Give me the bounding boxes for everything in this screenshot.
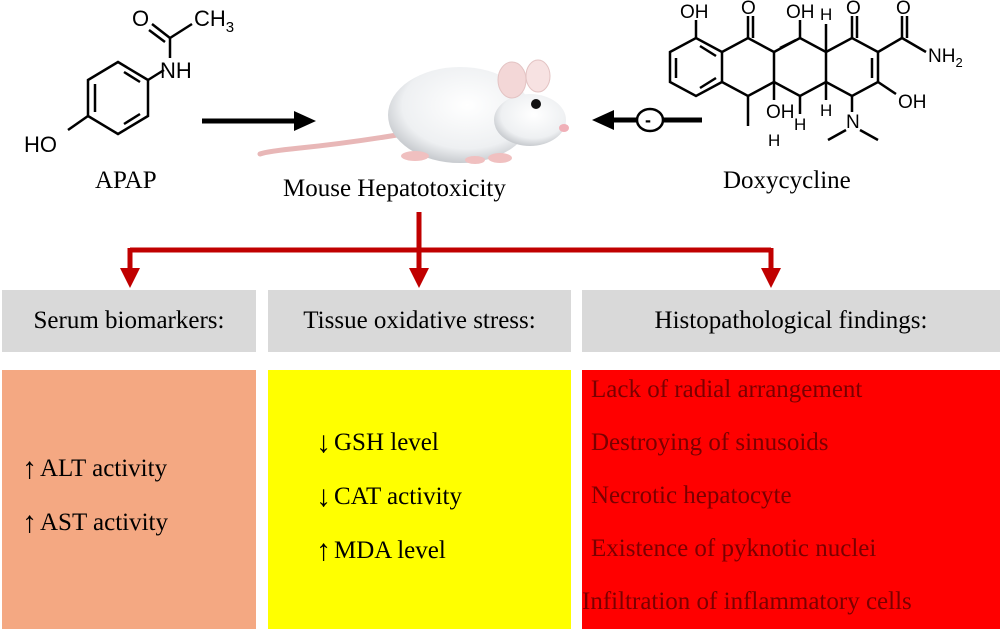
red-connector-arrows <box>120 212 781 288</box>
histo-item: Lack of radial arrangement <box>591 376 863 403</box>
header-tissue-oxidative-stress: Tissue oxidative stress: <box>268 290 571 352</box>
inhibition-arrow: - <box>592 107 702 133</box>
histo-item: Destroying of sinusoids <box>591 429 829 456</box>
serum-panel: ↑ALT activity ↑AST activity <box>2 370 256 629</box>
histo-panel: Lack of radial arrangement Destroying of… <box>582 370 1000 629</box>
histo-item: Infiltration of inflammatory cells <box>582 588 912 615</box>
down-arrow-icon: ↓ <box>316 426 331 459</box>
dox-atom-o2: O <box>846 0 861 19</box>
apap-to-mouse-arrow <box>202 111 316 131</box>
oxidative-item-text: CAT activity <box>334 483 463 510</box>
inhibition-sign-icon: - <box>645 110 651 130</box>
oxidative-item-mda: ↑MDA level <box>316 536 446 566</box>
dox-atom-h-top: H <box>820 5 832 24</box>
dox-atom-h1: H <box>794 115 806 134</box>
oxidative-item-gsh: ↓GSH level <box>316 428 439 458</box>
dox-atom-n: N <box>846 112 860 133</box>
dox-atom-oh2: OH <box>786 2 815 23</box>
dox-atom-nh2-sub: 2 <box>955 55 962 70</box>
up-arrow-icon: ↑ <box>22 506 37 539</box>
dox-atom-o1: O <box>741 0 756 19</box>
svg-text:NH2: NH2 <box>928 46 963 70</box>
doxycycline-structure: OH O OH H O O NH2 OH OH H H H N <box>668 0 963 150</box>
apap-atom-methyl: CH <box>194 6 226 31</box>
apap-structure: O CH3 NH HO <box>24 6 234 157</box>
down-arrow-icon: ↓ <box>316 480 331 513</box>
mouse-illustration <box>257 59 569 164</box>
oxidative-item-text: MDA level <box>334 537 446 564</box>
histo-item: Necrotic hepatocyte <box>591 482 792 509</box>
apap-atom-methyl-sub: 3 <box>226 19 234 36</box>
apap-caption: APAP <box>95 167 157 194</box>
apap-atom-nh: NH <box>160 58 192 83</box>
header-serum-biomarkers: Serum biomarkers: <box>2 290 256 352</box>
header-histopathological-findings: Histopathological findings: <box>582 290 1000 352</box>
histo-item: Existence of pyknotic nuclei <box>591 535 877 562</box>
serum-item-alt: ↑ALT activity <box>22 454 167 484</box>
oxidative-item-text: GSH level <box>334 429 439 456</box>
oxidative-panel: ↓GSH level ↓CAT activity ↑MDA level <box>268 370 571 629</box>
mouse-caption: Mouse Hepatotoxicity <box>283 175 506 202</box>
dox-atom-h3: H <box>768 131 780 150</box>
up-arrow-icon: ↑ <box>316 534 331 567</box>
serum-item-text: ALT activity <box>40 455 168 482</box>
dox-atom-oh3: OH <box>898 92 927 113</box>
dox-atom-oh1: OH <box>680 2 709 23</box>
dox-atom-h2: H <box>820 101 832 120</box>
apap-atom-ho: HO <box>24 132 57 157</box>
svg-text:CH3: CH3 <box>194 6 234 36</box>
dox-atom-oh4: OH <box>766 102 795 123</box>
doxycycline-caption: Doxycycline <box>723 167 851 194</box>
dox-atom-nh2: NH <box>928 46 955 67</box>
serum-item-ast: ↑AST activity <box>22 508 168 538</box>
oxidative-item-cat: ↓CAT activity <box>316 482 462 512</box>
serum-item-text: AST activity <box>40 509 169 536</box>
dox-atom-o3: O <box>896 0 911 19</box>
up-arrow-icon: ↑ <box>22 452 37 485</box>
apap-atom-o: O <box>132 6 149 31</box>
